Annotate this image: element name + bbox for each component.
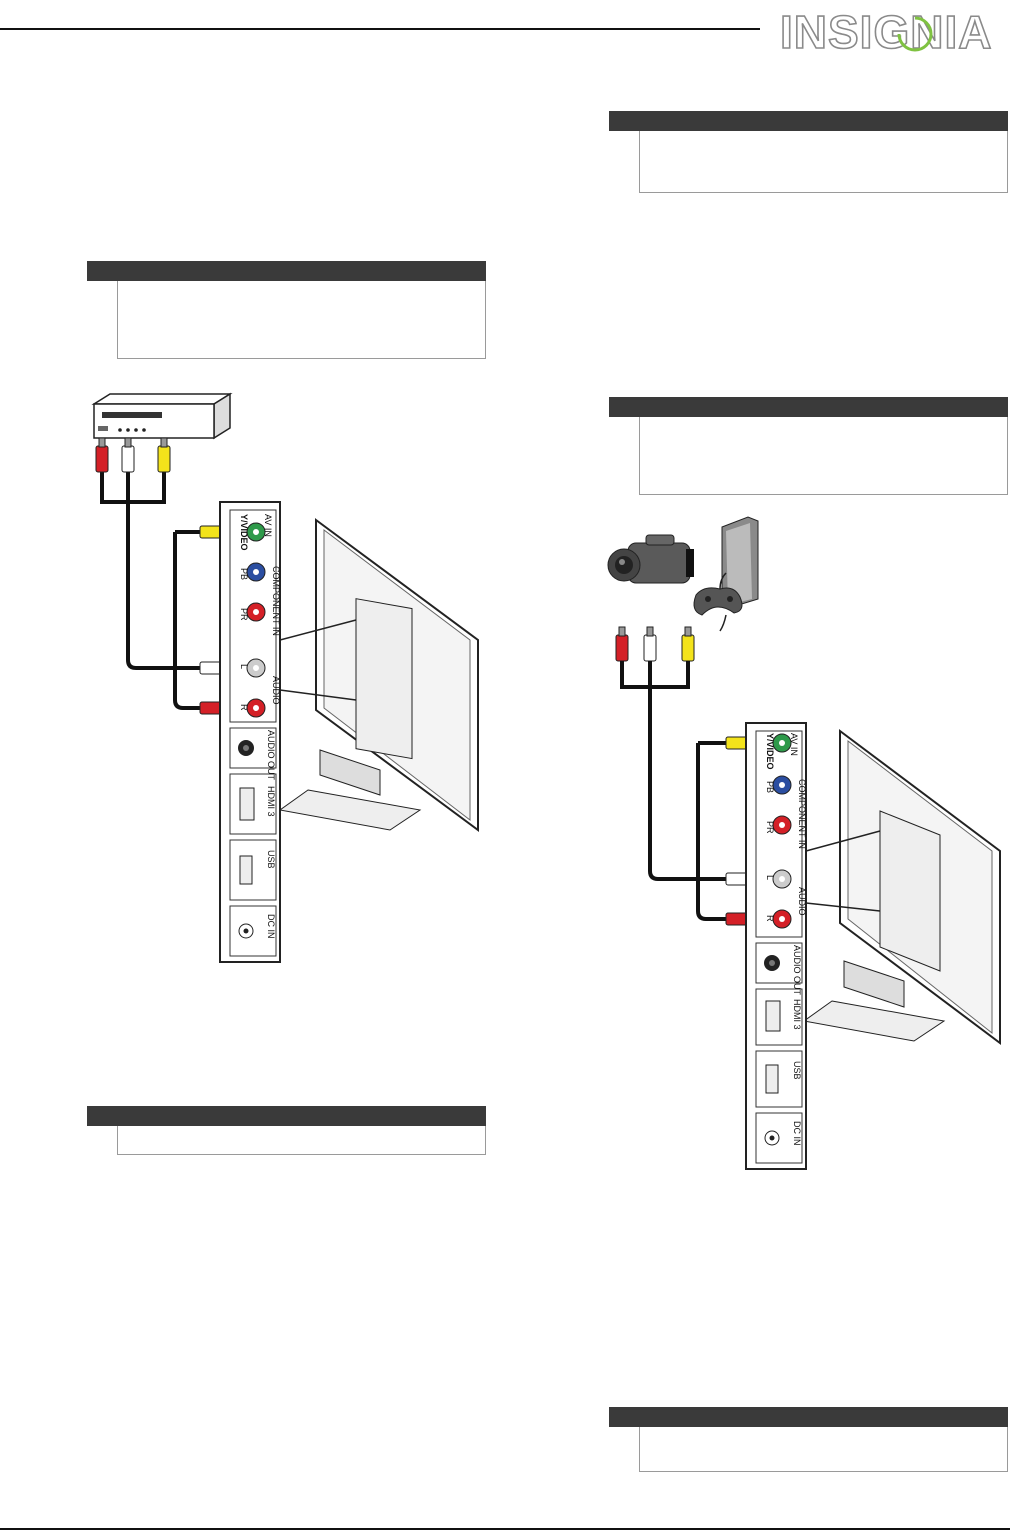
camcorder-game-connection-diagram: AV IN Y/VIDEO COMPONENT IN PB PR AUDIO L…	[607, 516, 1001, 1170]
note-box-3	[609, 111, 1008, 193]
rca-yellow-plug	[157, 437, 171, 473]
svg-text:USB: USB	[792, 1061, 802, 1080]
svg-text:AUDIO OUT: AUDIO OUT	[792, 945, 802, 996]
vcr-icon	[91, 392, 233, 440]
tv-illustration	[278, 518, 479, 832]
game-console-icon	[693, 516, 759, 632]
tv-connection-panel-right: AV IN Y/VIDEO COMPONENT IN PB PR AUDIO L…	[745, 722, 807, 1170]
camcorder-icon	[607, 534, 694, 584]
svg-text:AV IN: AV IN	[789, 733, 799, 756]
rca-yellow-plug	[681, 626, 695, 662]
svg-text:L: L	[765, 875, 775, 880]
svg-text:DC IN: DC IN	[266, 914, 276, 939]
svg-text:AV IN: AV IN	[263, 514, 273, 537]
svg-text:USB: USB	[266, 850, 276, 869]
svg-text:PR: PR	[765, 821, 775, 834]
svg-text:AUDIO OUT: AUDIO OUT	[266, 730, 276, 781]
svg-text:INSIGNIA: INSIGNIA	[780, 6, 992, 56]
header-rule	[0, 28, 760, 30]
svg-text:PB: PB	[239, 568, 249, 580]
svg-text:DC IN: DC IN	[792, 1121, 802, 1146]
note-box-2	[87, 1106, 486, 1155]
svg-text:AUDIO: AUDIO	[271, 676, 281, 705]
insignia-logo: INSIGNIA	[779, 6, 992, 56]
svg-text:HDMI 3: HDMI 3	[266, 786, 276, 817]
svg-text:Y/VIDEO: Y/VIDEO	[765, 733, 775, 770]
note-box-4	[609, 397, 1008, 495]
svg-text:COMPONENT IN: COMPONENT IN	[797, 779, 807, 849]
svg-text:R: R	[239, 704, 249, 711]
svg-text:PR: PR	[239, 608, 249, 621]
tv-illustration	[802, 729, 1001, 1045]
rca-white-plug	[121, 437, 135, 473]
svg-text:R: R	[765, 915, 775, 922]
note-box-1	[87, 261, 486, 359]
svg-text:HDMI 3: HDMI 3	[792, 999, 802, 1030]
rca-white-plug	[643, 626, 657, 662]
svg-text:L: L	[239, 664, 249, 669]
tv-connection-panel-left: AV IN Y/VIDEO COMPONENT IN PB PR AUDIO L…	[219, 501, 281, 963]
rca-red-plug	[95, 437, 109, 473]
note-box-5	[609, 1407, 1008, 1472]
svg-text:AUDIO: AUDIO	[797, 887, 807, 916]
svg-text:Y/VIDEO: Y/VIDEO	[239, 514, 249, 551]
svg-text:PB: PB	[765, 781, 775, 793]
rca-red-plug	[615, 626, 629, 662]
svg-text:COMPONENT IN: COMPONENT IN	[271, 566, 281, 636]
footer-rule	[0, 1528, 1010, 1530]
vcr-connection-diagram: AV IN Y/VIDEO COMPONENT IN PB PR AUDIO L…	[91, 392, 479, 963]
